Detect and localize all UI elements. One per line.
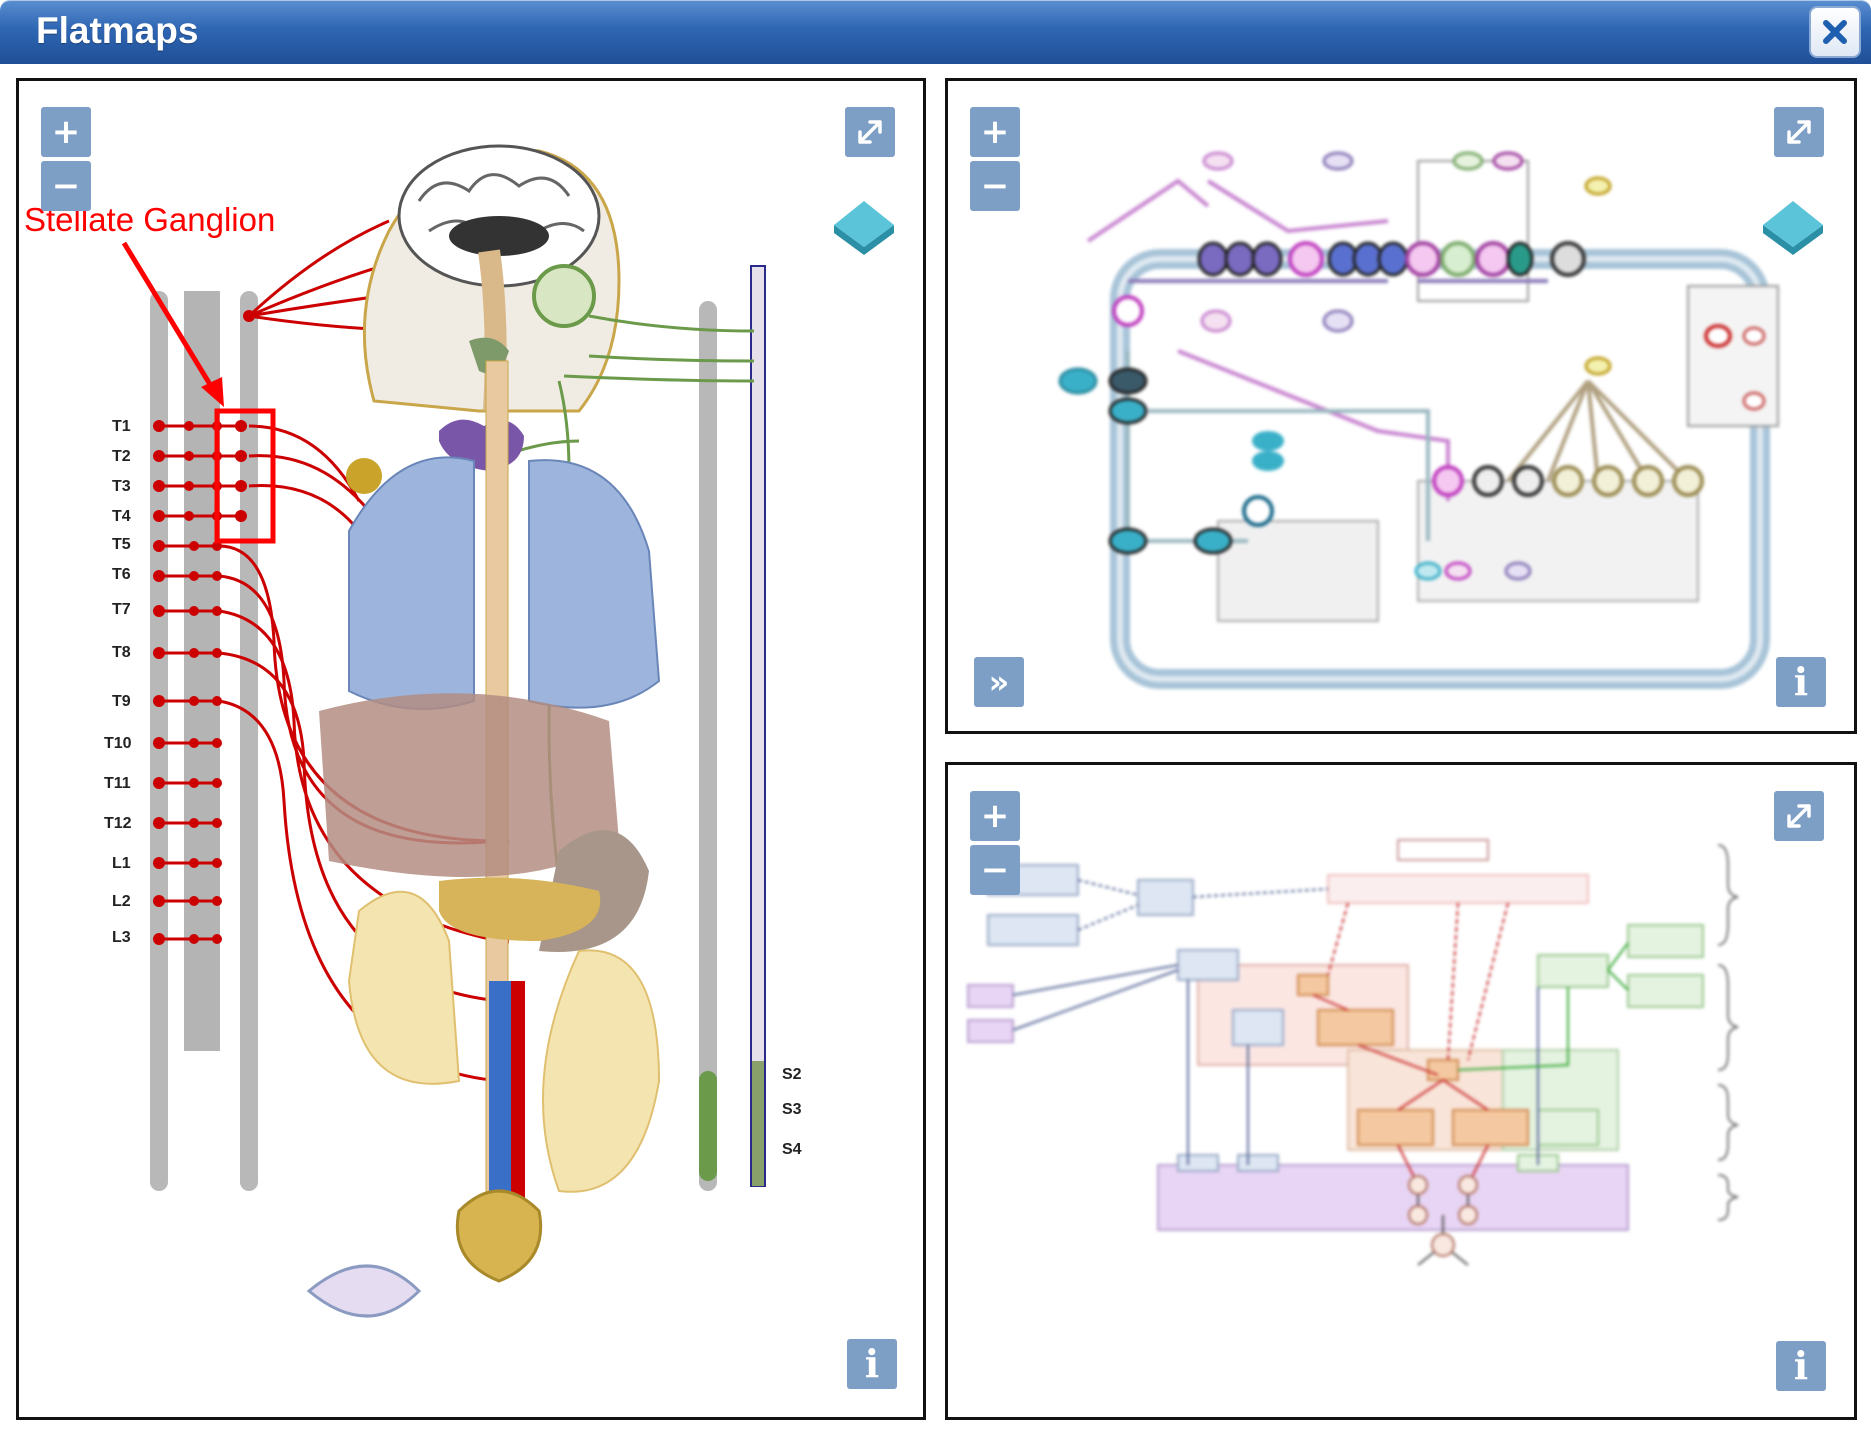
layers-button[interactable] <box>1758 197 1828 262</box>
circuit-boxes <box>967 839 1704 1231</box>
label-l2: L2 <box>112 893 131 910</box>
label-t1: T1 <box>112 418 131 435</box>
vertebra-labels: T1 T2 T3 T4 T5 T6 T7 T8 T9 T10 T11 T12 L… <box>104 418 802 1158</box>
flatmap-panel-cardiac-circuit[interactable]: + − i <box>945 762 1857 1420</box>
label-s4: S4 <box>782 1141 802 1158</box>
window-title: Flatmaps <box>36 10 199 51</box>
label-t3: T3 <box>112 478 131 495</box>
label-t5: T5 <box>112 536 131 553</box>
window-titlebar: Flatmaps <box>0 0 1871 64</box>
info-button[interactable]: i <box>847 1339 897 1389</box>
close-button[interactable] <box>1809 6 1861 58</box>
head-illustration <box>362 144 621 413</box>
zoom-out-button[interactable]: − <box>41 161 91 211</box>
pathway-nodes <box>1058 151 1766 581</box>
fullscreen-button[interactable] <box>845 107 895 157</box>
zoom-out-button[interactable]: − <box>970 161 1020 211</box>
cardiac-circuit-diagram[interactable] <box>948 765 1854 1417</box>
expand-arrows-icon <box>858 120 882 144</box>
label-t4: T4 <box>112 508 131 525</box>
circuit-arrows <box>1012 879 1629 1266</box>
zoom-in-button[interactable]: + <box>970 107 1020 157</box>
info-button[interactable]: i <box>1776 657 1826 707</box>
label-s2: S2 <box>782 1066 802 1083</box>
label-t10: T10 <box>104 735 132 752</box>
label-l1: L1 <box>112 855 131 872</box>
stellate-ganglion-arrow <box>121 241 224 407</box>
label-t7: T7 <box>112 601 131 618</box>
zoom-in-button[interactable]: + <box>41 107 91 157</box>
circuit-nodes <box>1408 1175 1478 1257</box>
circuit-brackets <box>1717 844 1739 1221</box>
label-t6: T6 <box>112 566 131 583</box>
label-t8: T8 <box>112 644 131 661</box>
abdomen-organs <box>306 693 661 1318</box>
layers-icon <box>1763 201 1823 255</box>
label-t11: T11 <box>104 775 131 792</box>
fullscreen-button[interactable] <box>1774 107 1824 157</box>
flatmap-panel-cell-pathway[interactable]: + − » i <box>945 78 1857 734</box>
expand-arrows-icon <box>1787 120 1811 144</box>
next-button[interactable]: » <box>974 657 1024 707</box>
fullscreen-button[interactable] <box>1774 791 1824 841</box>
vagus-bar <box>750 265 766 1187</box>
zoom-in-button[interactable]: + <box>970 791 1020 841</box>
info-button[interactable]: i <box>1776 1341 1826 1391</box>
zoom-out-button[interactable]: − <box>970 845 1020 895</box>
layers-icon <box>834 201 894 255</box>
label-l3: L3 <box>112 929 131 946</box>
cell-pathway-diagram[interactable] <box>948 81 1854 731</box>
label-t12: T12 <box>104 815 132 832</box>
layers-button[interactable] <box>829 197 899 262</box>
flatmap-panel-body[interactable]: T1 T2 T3 T4 T5 T6 T7 T8 T9 T10 T11 T12 L… <box>16 78 926 1420</box>
expand-arrows-icon <box>1787 804 1811 828</box>
stellate-ganglion-highlight[interactable] <box>214 408 276 544</box>
thorax-organs <box>346 419 661 710</box>
body-flatmap-diagram[interactable]: T1 T2 T3 T4 T5 T6 T7 T8 T9 T10 T11 T12 L… <box>19 81 923 1417</box>
close-x-icon <box>1823 20 1847 44</box>
label-t2: T2 <box>112 448 131 465</box>
label-t9: T9 <box>112 693 131 710</box>
label-s3: S3 <box>782 1101 802 1118</box>
